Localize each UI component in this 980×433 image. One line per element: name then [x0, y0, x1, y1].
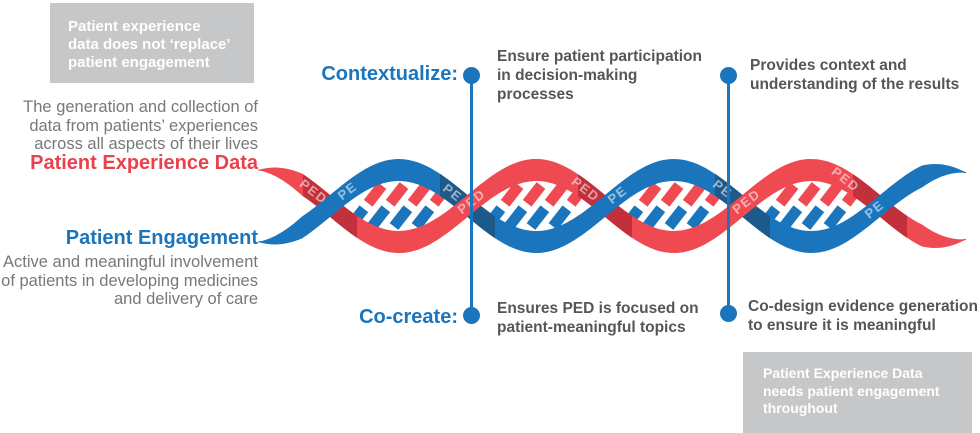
text-line: The generation and collection of — [23, 98, 258, 116]
text-line: Ensures PED is focused on — [497, 300, 699, 317]
callout-line: Patient Experience Data — [763, 365, 923, 381]
helix-rung — [642, 182, 684, 230]
helix-rung — [779, 182, 821, 230]
callout-line: patient engagement — [68, 54, 210, 71]
ped-description: The generation and collection of data fr… — [0, 98, 258, 154]
helix-rung — [389, 182, 431, 230]
connector-dot-bottom-left — [463, 307, 480, 324]
text-line: Ensure patient participation — [497, 48, 702, 65]
callout-line: needs patient engagement — [763, 382, 940, 399]
helix-rung — [367, 182, 409, 230]
contextualize-right-text: Provides context and understanding of th… — [750, 56, 959, 94]
text-line: patient-meaningful topics — [497, 319, 686, 336]
text-line: Provides context and — [750, 57, 907, 74]
contextualize-connector-line — [470, 75, 473, 315]
callout-line: throughout — [763, 400, 838, 416]
text-line: data from patients’ experiences — [29, 116, 258, 135]
co-create-label: Co-create: — [359, 306, 458, 328]
callout-line: Patient experience — [68, 18, 201, 35]
co-create-right-text: Co-design evidence generation to ensure … — [748, 297, 978, 335]
callout-line: data does not ‘replace’ — [68, 36, 231, 53]
text-line: and delivery of care — [114, 290, 258, 308]
callout-ped-not-replace: Patient experience data does not ‘replac… — [50, 3, 254, 83]
helix-blue-strand — [258, 159, 966, 253]
contextualize-label: Contextualize: — [321, 63, 458, 85]
pe-description: Active and meaningful involvement of pat… — [0, 253, 258, 309]
contextualize-left-text: Ensure patient participation in decision… — [497, 47, 702, 104]
text-line: to ensure it is meaningful — [748, 317, 936, 334]
text-line: of patients in developing medicines — [1, 271, 258, 290]
helix-red-strand — [673, 159, 812, 253]
text-line: in decision-making — [497, 67, 638, 84]
text-line: Active and meaningful involvement — [3, 253, 258, 271]
helix-rung — [664, 182, 706, 230]
co-create-left-text: Ensures PED is focused on patient-meanin… — [497, 299, 699, 337]
text-line: understanding of the results — [750, 76, 960, 93]
pe-title: Patient Engagement — [65, 227, 258, 249]
text-line: processes — [497, 86, 574, 103]
helix-rung — [801, 182, 843, 230]
connector-dot-top-right — [720, 67, 737, 84]
callout-ped-needs-pe: Patient Experience Data needs patient en… — [743, 352, 972, 433]
connector-dot-top-left — [463, 67, 480, 84]
ped-title: Patient Experience Data — [30, 152, 258, 174]
context-connector-line — [727, 75, 730, 313]
text-line: Co-design evidence generation — [748, 298, 978, 315]
connector-dot-bottom-right — [720, 305, 737, 322]
helix-rung — [526, 182, 568, 230]
helix-rung — [504, 182, 546, 230]
helix-red-strand — [398, 159, 537, 253]
text-line: across all aspects of their lives — [34, 135, 258, 153]
